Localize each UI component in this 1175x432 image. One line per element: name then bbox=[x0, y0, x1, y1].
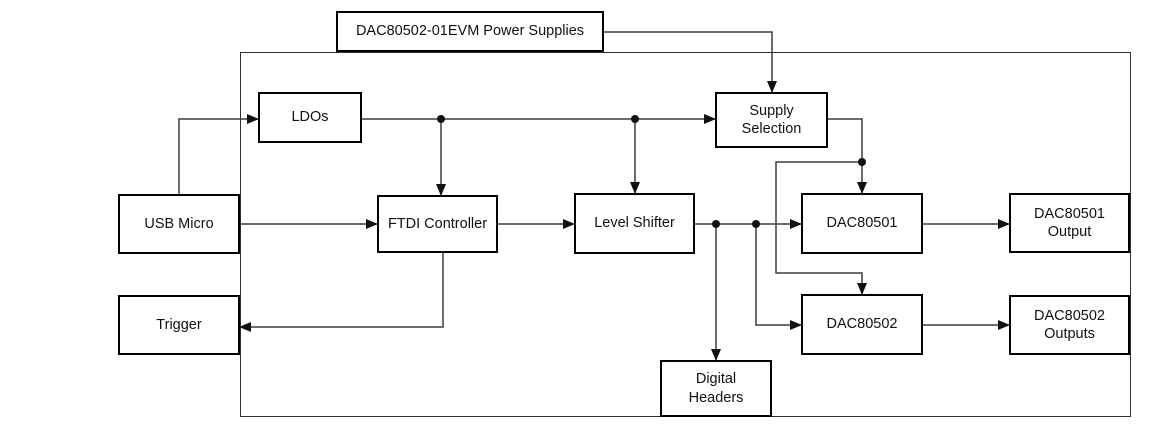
block-ldos: LDOs bbox=[258, 92, 362, 143]
wire-usb-to-ldos bbox=[178, 114, 259, 194]
usb-micro-label: USB Micro bbox=[144, 215, 214, 232]
digital-headers-label: Digital Headers bbox=[688, 371, 744, 406]
level-shifter-label: Level Shifter bbox=[594, 215, 675, 232]
supply-selection-label: Supply Selection bbox=[741, 102, 802, 137]
block-power-supplies-title: DAC80502-01EVM Power Supplies bbox=[336, 11, 604, 52]
block-dac80501-output: DAC80501 Output bbox=[1009, 193, 1130, 253]
dac80502-label: DAC80502 bbox=[826, 316, 898, 333]
block-dac80502-outputs: DAC80502 Outputs bbox=[1009, 295, 1130, 355]
junction-dot-ldos-ftdi bbox=[437, 115, 445, 123]
block-usb-micro: USB Micro bbox=[118, 194, 240, 254]
dac80502-outputs-label: DAC80502 Outputs bbox=[1034, 307, 1105, 342]
ftdi-controller-label: FTDI Controller bbox=[387, 215, 488, 232]
dac80501-label: DAC80501 bbox=[826, 215, 898, 232]
block-supply-selection: Supply Selection bbox=[715, 92, 828, 148]
ldos-label: LDOs bbox=[291, 109, 329, 126]
block-digital-headers: Digital Headers bbox=[660, 360, 772, 417]
wire-supply-selection-to-dac80502 bbox=[775, 161, 867, 295]
block-level-shifter: Level Shifter bbox=[574, 193, 695, 254]
power-supplies-title-label: DAC80502-01EVM Power Supplies bbox=[355, 23, 585, 40]
block-ftdi-controller: FTDI Controller bbox=[377, 195, 498, 253]
wire-supply-selection-to-dac80501 bbox=[828, 118, 867, 194]
wire-ftdi-to-trigger bbox=[239, 253, 444, 332]
junction-dot-digital-headers bbox=[712, 220, 720, 228]
block-dac80502: DAC80502 bbox=[801, 294, 923, 355]
block-trigger: Trigger bbox=[118, 295, 240, 355]
dac80501-output-label: DAC80501 Output bbox=[1034, 205, 1105, 240]
trigger-label: Trigger bbox=[156, 316, 202, 333]
junction-dot-ldos-level-shifter bbox=[631, 115, 639, 123]
block-dac80501: DAC80501 bbox=[801, 193, 923, 254]
wire-title-to-supply-selection bbox=[604, 31, 777, 93]
junction-dot-supply-branch bbox=[858, 158, 866, 166]
junction-dot-dac80502 bbox=[752, 220, 760, 228]
wire-level-shifter-to-dac80502 bbox=[755, 224, 802, 330]
